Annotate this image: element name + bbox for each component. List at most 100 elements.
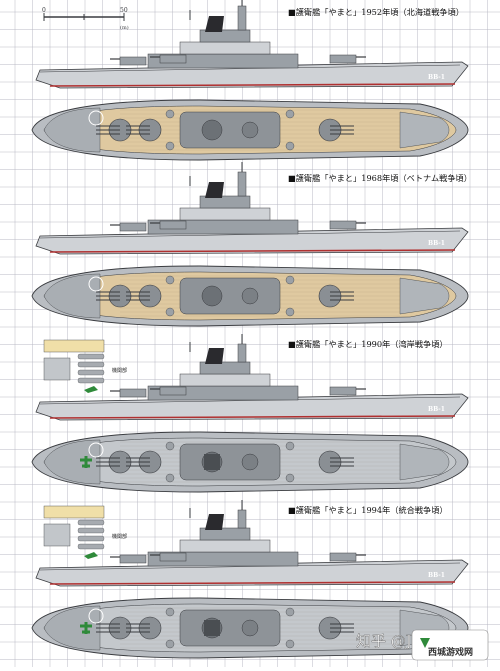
tower-mast — [237, 343, 247, 363]
tower-plan — [241, 287, 259, 305]
boot-topping-line — [49, 581, 456, 585]
hull-number: BB-1 — [428, 240, 445, 247]
ship-section-1: ■護衛艦「やまと」1952年頃（北海道戦争頃）BB-1 — [31, 0, 469, 161]
tower-plan — [241, 121, 259, 139]
main-turret-profile-1 — [119, 388, 147, 398]
boat-module — [43, 357, 71, 381]
aircraft-plan-icon — [80, 622, 92, 634]
superstructure-mid — [179, 539, 271, 553]
funnel — [205, 514, 224, 530]
section-caption: ■護衛艦「やまと」1968年頃（ベトナム戦争頃） — [288, 173, 472, 183]
main-turret-profile-2 — [159, 54, 187, 64]
aircraft-plan-icon — [80, 456, 92, 468]
secondary-mount-3 — [285, 275, 295, 285]
top-view — [31, 265, 469, 327]
funnel-plan — [201, 119, 223, 141]
stern-deck — [399, 111, 450, 149]
funnel-plan — [201, 285, 223, 307]
scale-end: 50 — [120, 7, 128, 14]
missile-launcher-3 — [77, 535, 105, 542]
missile-launcher-1 — [77, 353, 105, 360]
note-box — [43, 505, 105, 519]
side-profile: BB-1 — [35, 162, 469, 255]
stern-deck — [399, 277, 450, 315]
hull-number: BB-1 — [428, 406, 445, 413]
secondary-mount-3 — [285, 441, 295, 451]
note-box — [43, 339, 105, 353]
aircraft-profile-icon — [84, 552, 98, 559]
section-caption: ■護衛艦「やまと」1990年（湾岸戦争頃） — [288, 339, 448, 349]
superstructure-plan — [179, 609, 281, 647]
secondary-mount-2 — [165, 141, 175, 151]
side-profile: BB-1 — [35, 334, 469, 421]
vls-grid — [204, 454, 220, 470]
superstructure-upper — [199, 527, 251, 541]
deck-line — [39, 230, 461, 239]
main-turret-profile-2 — [159, 220, 187, 230]
secondary-mount-3 — [285, 109, 295, 119]
superstructure-mid — [179, 207, 271, 221]
superstructure-mid — [179, 373, 271, 387]
superstructure-mid — [179, 41, 271, 55]
helipad-marking — [88, 608, 104, 624]
aircraft-panel: 機関部 — [43, 339, 127, 468]
superstructure-plan — [179, 111, 281, 149]
superstructure-upper — [199, 361, 251, 375]
main-turret-profile-1 — [119, 554, 147, 564]
deck-line — [39, 562, 461, 571]
helipad-marking — [88, 276, 104, 292]
deck-line — [39, 396, 461, 405]
main-turret-profile-3 — [329, 552, 357, 562]
top-view — [31, 99, 469, 161]
vls-grid — [204, 620, 220, 636]
section-caption: ■護衛艦「やまと」1994年（統合戦争頃） — [288, 505, 448, 515]
side-profile: BB-1 — [35, 500, 469, 587]
deck-line — [39, 64, 461, 73]
superstructure-upper — [199, 29, 251, 43]
boot-topping-line — [49, 415, 456, 419]
missile-launcher-1 — [77, 519, 105, 526]
superstructure-upper — [199, 195, 251, 209]
main-turret-profile-2 — [159, 552, 187, 562]
hull-side — [35, 559, 469, 587]
secondary-mount-4 — [285, 141, 295, 151]
superstructure-plan — [179, 443, 281, 481]
scale-unit: (m) — [120, 24, 129, 31]
missile-launcher-4 — [77, 377, 105, 384]
main-turret-profile-3 — [329, 220, 357, 230]
main-turret-profile-3 — [329, 386, 357, 396]
helipad-marking — [88, 442, 104, 458]
ship-section-3: ■護衛艦「やまと」1990年（湾岸戦争頃） BB-1 機関部 — [31, 334, 469, 493]
scale-start: 0 — [42, 7, 46, 14]
helipad-marking — [88, 110, 104, 126]
missile-launcher-2 — [77, 361, 105, 368]
main-turret-profile-1 — [119, 56, 147, 66]
aircraft-panel: 機関部 — [43, 505, 127, 634]
hull-side — [35, 393, 469, 421]
secondary-mount-2 — [165, 473, 175, 483]
stern-deck — [399, 443, 450, 481]
funnel — [205, 16, 224, 32]
ship-sections: ■護衛艦「やまと」1952年頃（北海道戦争頃）BB-1■護衛艦「やまと」1968… — [31, 0, 472, 659]
secondary-mount-3 — [285, 607, 295, 617]
hull-side — [35, 227, 469, 255]
tower-mast — [237, 171, 247, 197]
secondary-mount-2 — [165, 639, 175, 649]
secondary-mount-1 — [165, 441, 175, 451]
site-logo-icon — [420, 638, 430, 648]
side-profile: BB-1 — [35, 0, 469, 89]
funnel — [205, 348, 224, 364]
missile-launcher-4 — [77, 543, 105, 550]
tower-mast — [237, 509, 247, 529]
main-turret-profile-1 — [119, 222, 147, 232]
secondary-mount-1 — [165, 607, 175, 617]
section-caption: ■護衛艦「やまと」1952年頃（北海道戦争頃） — [288, 7, 464, 17]
main-turret-profile-3 — [329, 54, 357, 64]
boot-topping-line — [49, 83, 456, 87]
scale-bar: 0 50 (m) — [42, 7, 129, 31]
boat-module — [43, 523, 71, 547]
funnel — [205, 182, 224, 198]
main-turret-profile-2 — [159, 386, 187, 396]
